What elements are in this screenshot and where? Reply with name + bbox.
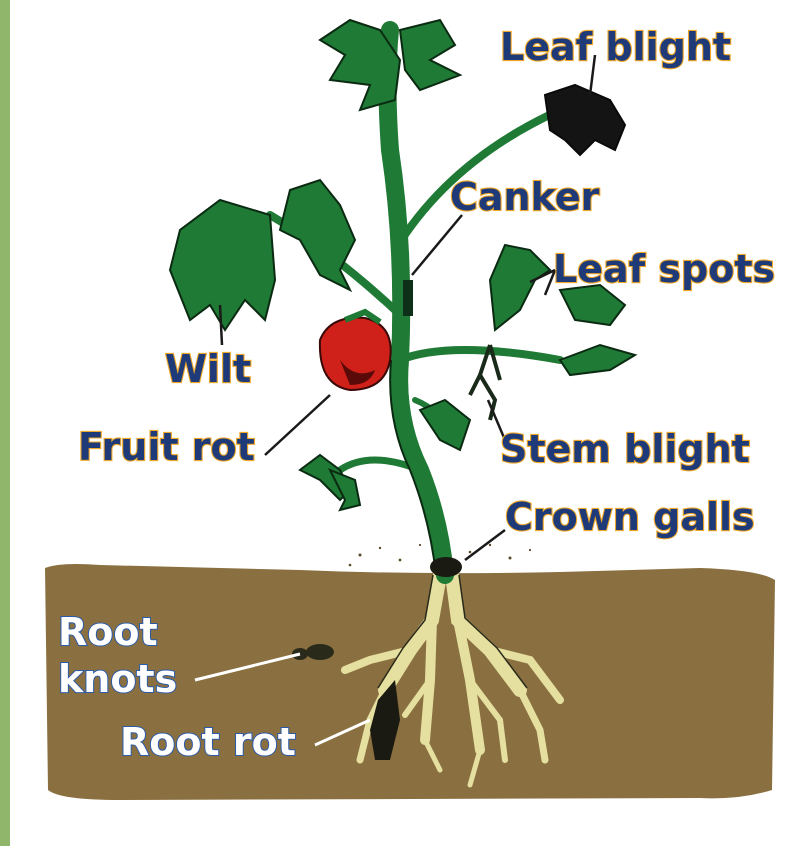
tomato-fruit: [320, 312, 391, 390]
label-leaf-blight: Leaf blight: [500, 25, 731, 69]
label-wilt: Wilt: [165, 347, 251, 391]
label-canker: Canker: [450, 175, 600, 219]
canker-patch: [403, 280, 413, 316]
leaf-blight-leaf: [545, 85, 625, 155]
label-root-knots-line1: Root: [58, 610, 158, 654]
crown-gall: [430, 557, 462, 577]
label-fruit-rot: Fruit rot: [78, 425, 255, 469]
label-leaf-spots: Leaf spots: [553, 247, 775, 291]
label-root-rot: Root rot: [120, 720, 296, 764]
stem-blight-branch: [470, 345, 500, 420]
label-stem-blight: Stem blight: [500, 427, 750, 471]
label-root-knots-line2: knots: [58, 657, 177, 701]
label-crown-galls: Crown galls: [505, 495, 755, 539]
